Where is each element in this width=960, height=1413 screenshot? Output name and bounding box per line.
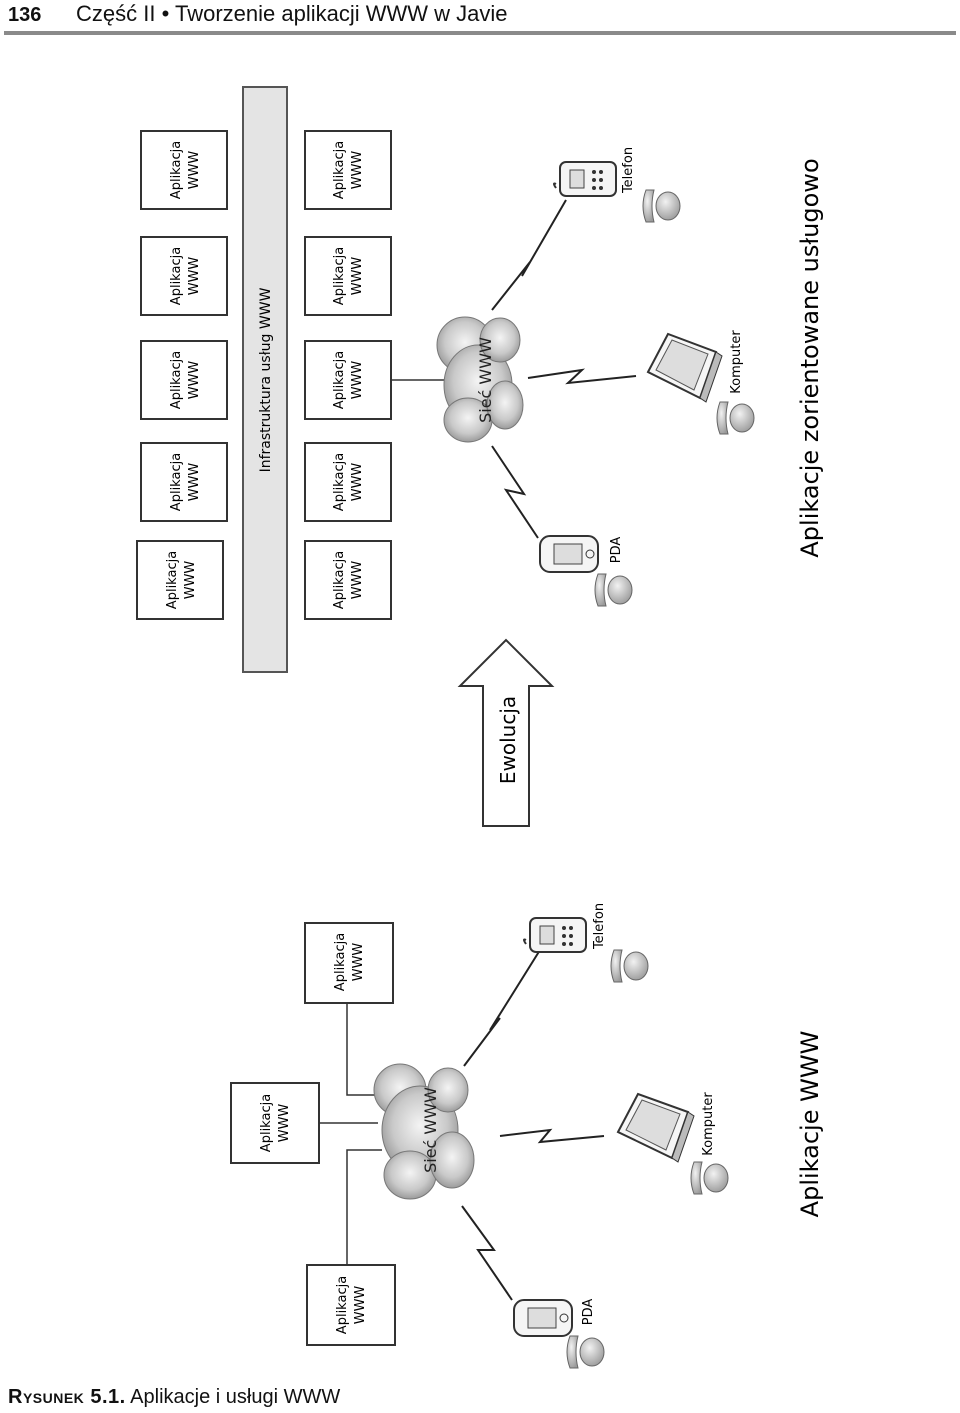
caption-label: Rysunek 5.1.: [8, 1386, 126, 1408]
app-box: Aplikacja WWW: [304, 130, 392, 210]
app-label-line1: Aplikacja: [333, 933, 348, 991]
person-icon: [566, 1335, 605, 1369]
app-label-line2: WWW: [350, 561, 365, 600]
app-box: Aplikacja WWW: [304, 540, 392, 620]
person-icon: [594, 573, 633, 607]
app-label-line2: WWW: [350, 361, 365, 400]
app-label-line2: WWW: [183, 561, 198, 600]
computer-label: Komputer: [701, 1092, 716, 1156]
phone-label: Telefon: [621, 147, 636, 194]
left-panel: Aplikacja WWW Aplikacja WWW Aplikacja WW…: [230, 903, 824, 1369]
lightning-bolt: [491, 445, 539, 539]
caption-text: Aplikacje i usługi WWW: [130, 1386, 341, 1408]
connector-line: [346, 1003, 382, 1096]
pda-icon: [513, 1299, 573, 1337]
left-panel-title: Aplikacje WWW: [796, 1031, 824, 1218]
running-title: Część II • Tworzenie aplikacji WWW w Jav…: [76, 1, 508, 26]
lightning-bolt: [461, 1205, 513, 1301]
lightning-bolt: [491, 199, 567, 311]
app-box: Aplikacja WWW: [140, 236, 228, 316]
lightning-bolt: [463, 949, 541, 1067]
pda-icon: [539, 535, 599, 573]
computer-icon: [646, 332, 723, 403]
network-cloud: Sieć WWW: [373, 1063, 475, 1200]
app-box: Aplikacja WWW: [304, 236, 392, 316]
app-label-line1: Aplikacja: [332, 247, 347, 305]
evolution-label: Ewolucja: [496, 696, 520, 784]
app-box: Aplikacja WWW: [304, 340, 392, 420]
person-icon: [642, 189, 681, 223]
right-apps-bottom: Aplikacja WWW Aplikacja WWW Aplikacja WW…: [304, 130, 392, 620]
header-rule: [4, 31, 956, 35]
lightning-bolt: [499, 1128, 605, 1144]
app-label-line1: Aplikacja: [165, 551, 180, 609]
right-panel: Aplikacja WWW Aplikacja WWW Aplikacja WW…: [136, 86, 824, 673]
network-label: Sieć WWW: [421, 1087, 440, 1173]
network-label: Sieć WWW: [476, 337, 495, 423]
app-label-line1: Aplikacja: [332, 351, 347, 409]
app-box: Aplikacja WWW: [230, 1082, 320, 1164]
phone-icon: [523, 917, 587, 953]
right-panel-title: Aplikacje zorientowane usługowo: [796, 158, 824, 557]
app-box: Aplikacja WWW: [140, 340, 228, 420]
app-label-line2: WWW: [350, 463, 365, 502]
app-label-line2: WWW: [350, 151, 365, 190]
app-label-line1: Aplikacja: [169, 351, 184, 409]
app-label-line1: Aplikacja: [169, 141, 184, 199]
app-box: Aplikacja WWW: [140, 442, 228, 522]
pda-label: PDA: [581, 1299, 596, 1326]
app-box: Aplikacja WWW: [140, 130, 228, 210]
app-label-line1: Aplikacja: [259, 1094, 274, 1152]
app-label-line1: Aplikacja: [332, 141, 347, 199]
app-label-line1: Aplikacja: [169, 247, 184, 305]
phone-icon: [553, 161, 617, 197]
app-label-line2: WWW: [351, 943, 366, 982]
infrastructure-bar: Infrastruktura usług WWW: [242, 86, 288, 673]
lightning-bolt: [527, 368, 637, 385]
phone-label: Telefon: [592, 903, 607, 950]
pda-label: PDA: [609, 537, 624, 564]
infrastructure-label: Infrastruktura usług WWW: [258, 287, 274, 472]
network-cloud: Sieć WWW: [436, 316, 524, 443]
app-box: Aplikacja WWW: [304, 922, 394, 1004]
connector-line: [346, 1149, 382, 1265]
app-box: Aplikacja WWW: [304, 442, 392, 522]
app-box: Aplikacja WWW: [306, 1264, 396, 1346]
figure-caption: Rysunek 5.1. Aplikacje i usługi WWW: [8, 1384, 340, 1410]
app-label-line2: WWW: [277, 1104, 292, 1143]
page-header: 136 Część II • Tworzenie aplikacji WWW w…: [0, 0, 960, 36]
app-label-line2: WWW: [187, 463, 202, 502]
person-icon: [716, 401, 755, 435]
app-label-line2: WWW: [350, 257, 365, 296]
app-box: Aplikacja WWW: [136, 540, 224, 620]
app-label-line1: Aplikacja: [335, 1276, 350, 1334]
computer-label: Komputer: [729, 330, 744, 394]
app-label-line2: WWW: [187, 257, 202, 296]
computer-icon: [616, 1092, 695, 1163]
app-label-line2: WWW: [187, 151, 202, 190]
app-label-line1: Aplikacja: [332, 453, 347, 511]
app-label-line2: WWW: [187, 361, 202, 400]
evolution-arrow: Ewolucja: [457, 638, 555, 827]
right-apps-top: Aplikacja WWW Aplikacja WWW Aplikacja WW…: [136, 130, 228, 620]
person-icon: [690, 1161, 729, 1195]
app-label-line1: Aplikacja: [169, 453, 184, 511]
page-number: 136: [8, 4, 42, 26]
person-icon: [610, 949, 649, 983]
app-label-line2: WWW: [353, 1286, 368, 1325]
app-label-line1: Aplikacja: [332, 551, 347, 609]
